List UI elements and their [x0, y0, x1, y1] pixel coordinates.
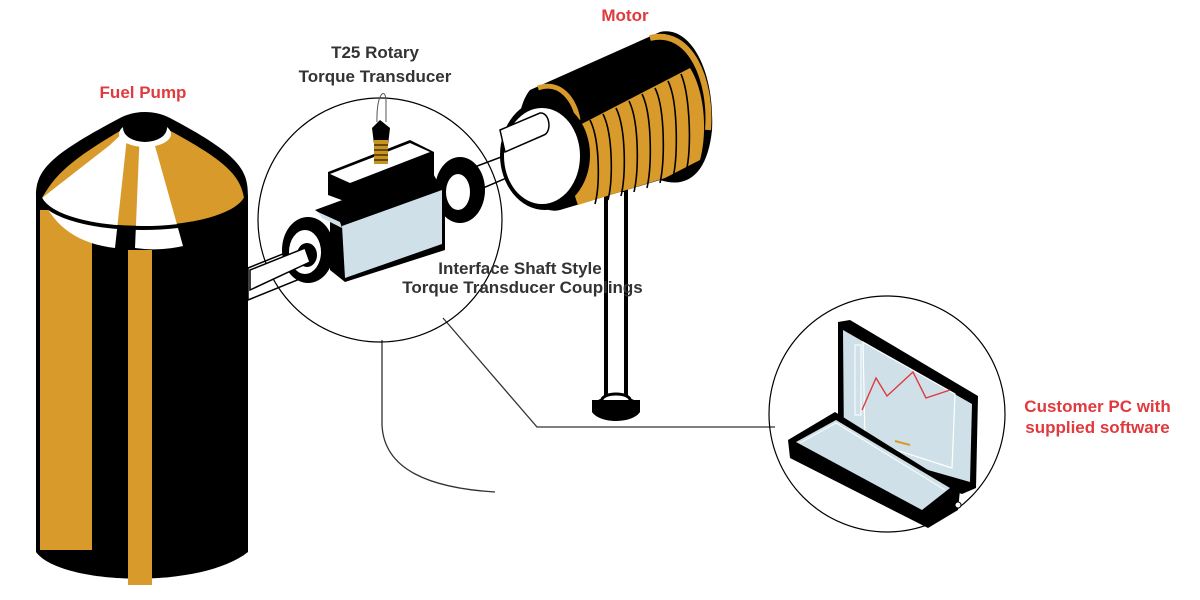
pc-label-line1: Customer PC with [1024, 397, 1171, 416]
customer-pc-illustration [788, 320, 978, 528]
pc-label-line2: supplied software [1025, 418, 1170, 437]
fuel-pump-label: Fuel Pump [99, 83, 187, 102]
fuel-pump-illustration [36, 112, 248, 585]
cable-loose [381, 340, 496, 493]
transducer-label-line2: Torque Transducer [298, 67, 452, 86]
graph-line [861, 370, 951, 411]
motor-label: Motor [601, 6, 649, 25]
couplings-label-line1: Interface Shaft Style [438, 259, 602, 278]
pc-detail-circle [768, 295, 1006, 533]
transducer-label-line1: T25 Rotary [331, 43, 419, 62]
torque-transducer-illustration [249, 93, 485, 292]
couplings-label-line2: Torque Transducer Couplings [402, 278, 643, 297]
cable-to-pc [442, 317, 775, 428]
signal-cables [381, 317, 775, 493]
motor-illustration [499, 31, 713, 421]
